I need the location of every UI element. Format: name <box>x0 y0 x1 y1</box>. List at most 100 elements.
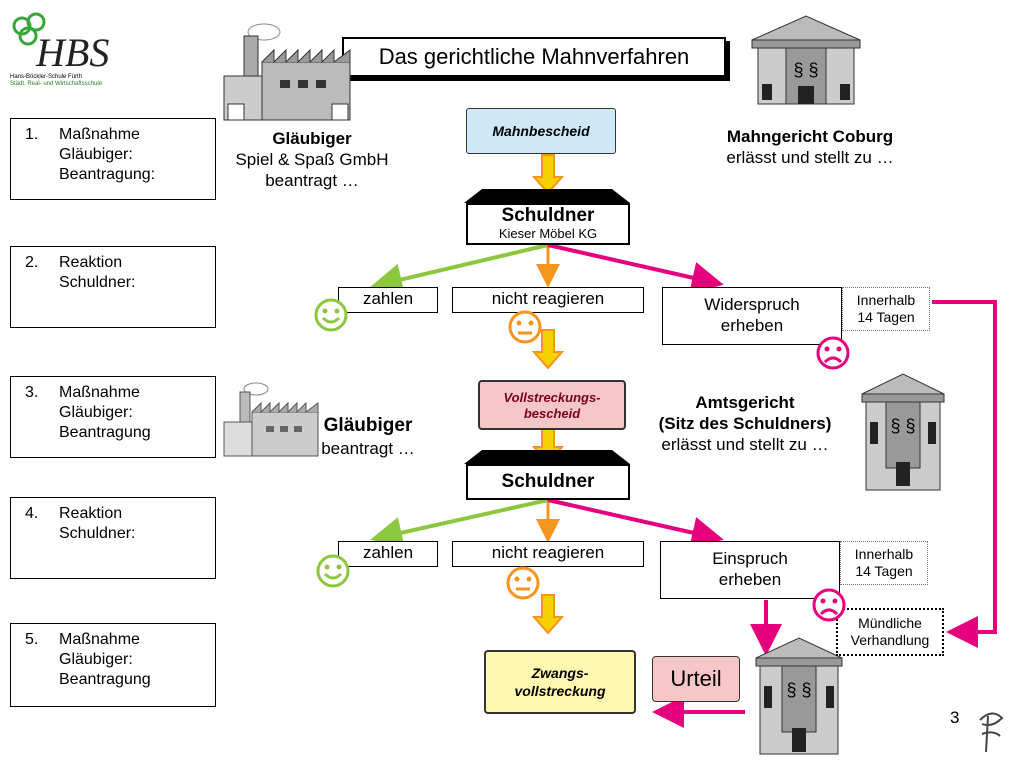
court-2-name1: Amtsgericht <box>695 393 795 412</box>
arrow-widerspruch-hearing <box>932 300 997 648</box>
hearing-line1: Mündliche <box>858 615 922 631</box>
logo-line1: Hans-Böckler-Schule Fürth <box>10 74 83 80</box>
courthouse-icon-2: § § <box>861 373 945 491</box>
page-title: Das gerichtliche Mahnverfahren <box>378 44 690 69</box>
step-number: 3. <box>25 384 39 401</box>
option-pay-1-label: zahlen <box>362 289 414 308</box>
option-ignore-1-label: nicht reagieren <box>491 289 605 308</box>
option-pay-1: zahlen <box>338 287 438 313</box>
debtor-1-firm: Kieser Möbel KG <box>498 226 598 241</box>
court-2-name2: (Sitz des Schuldners) <box>658 414 832 433</box>
option-ignore-2: nicht reagieren <box>452 541 644 567</box>
creditor-2-action: beantragt … <box>321 439 415 458</box>
arrow-pay-2 <box>370 498 549 549</box>
option-object-2: Einspruch erheben <box>660 541 840 599</box>
debtor-2-name: Schuldner <box>501 471 595 492</box>
option-ignore-2-label: nicht reagieren <box>491 543 605 562</box>
debtor-1-roof <box>464 189 630 203</box>
deadline-2: Innerhalb 14 Tagen <box>840 541 928 585</box>
arrow-pay-1 <box>370 243 549 296</box>
court-3-section: § § <box>786 680 811 700</box>
deadline-2-line2: 14 Tagen <box>855 563 913 579</box>
neutral-face-icon-2 <box>506 566 540 600</box>
option-object-1-line1: Widerspruch <box>704 295 800 314</box>
court-1-name: Mahngericht Coburg <box>726 127 894 146</box>
vollstreckungsbescheid-document: Vollstreckungs- bescheid <box>478 380 626 430</box>
mahnbescheid-document: Mahnbescheid <box>466 108 616 154</box>
vollstreckung-label-1: Vollstreckungs- <box>503 390 601 405</box>
step-line: Beantragung: <box>59 166 156 183</box>
zwangsvollstreckung-document: Zwangs- vollstreckung <box>484 650 636 714</box>
step-line: Beantragung <box>59 424 151 441</box>
option-object-1: Widerspruch erheben <box>662 287 842 345</box>
down-arrow-1 <box>531 154 565 195</box>
sad-face-icon <box>816 336 850 370</box>
step-number: 4. <box>25 505 39 522</box>
factory-icon <box>223 23 351 121</box>
creditor-1-firm: Spiel & Spaß GmbH <box>235 150 389 169</box>
court-2-action: erlässt und stellt zu … <box>661 435 829 454</box>
creditor-1-name: Gläubiger <box>272 129 352 148</box>
court-1-action: erlässt und stellt zu … <box>726 148 894 167</box>
creditor-1-action: beantragt … <box>265 171 359 190</box>
zwang-label-2: vollstreckung <box>514 683 606 699</box>
zwang-label-1: Zwangs- <box>531 665 589 681</box>
logo-text: HBS <box>35 30 109 75</box>
hearing-box: Mündliche Verhandlung <box>836 608 944 656</box>
hearing-line2: Verhandlung <box>850 632 930 648</box>
step-line: Maßnahme <box>59 126 140 143</box>
happy-face-icon <box>314 298 348 332</box>
option-pay-2: zahlen <box>338 541 438 567</box>
debtor-1-box: Schuldner Kieser Möbel KG <box>466 203 630 245</box>
step-number: 1. <box>25 126 39 143</box>
happy-face-icon-2 <box>316 554 350 588</box>
step-line: Gläubiger: <box>59 404 133 421</box>
option-ignore-1: nicht reagieren <box>452 287 644 313</box>
verdict-document: Urteil <box>652 656 740 702</box>
sad-face-icon-2 <box>812 588 846 622</box>
creditor-2-name: Gläubiger <box>323 415 413 436</box>
school-logo: HBS Hans-Böckler-Schule Fürth Städt. Rea… <box>8 12 109 94</box>
step-line: Schuldner: <box>59 525 136 542</box>
step-line: Reaktion <box>59 254 123 271</box>
courthouse-icon-3: § § <box>755 637 843 755</box>
neutral-face-icon <box>508 310 542 344</box>
verdict-label: Urteil <box>670 666 722 691</box>
option-object-1-line2: erheben <box>720 316 784 335</box>
deadline-1: Innerhalb 14 Tagen <box>842 287 930 331</box>
down-arrow-4 <box>531 594 565 635</box>
factory-icon-2 <box>223 382 319 457</box>
option-object-2-line1: Einspruch <box>712 549 788 568</box>
debtor-2-box: Schuldner <box>466 464 630 500</box>
debtor-2-roof <box>464 450 630 464</box>
step-line: Schuldner: <box>59 274 136 291</box>
vollstreckung-label-2: bescheid <box>523 406 581 421</box>
deadline-1-line2: 14 Tagen <box>857 309 915 325</box>
page-number: 3 <box>950 708 960 727</box>
arrow-object-1 <box>547 243 724 294</box>
deadline-1-line1: Innerhalb <box>856 292 916 308</box>
step-line: Gläubiger: <box>59 651 133 668</box>
option-object-2-line2: erheben <box>718 570 782 589</box>
signature-mark <box>979 712 1004 753</box>
logo-line2: Städt. Real- und Wirtschaftsschule <box>10 81 103 87</box>
down-arrow-2 <box>531 329 565 370</box>
mahnbescheid-label: Mahnbescheid <box>492 123 590 139</box>
courthouse-icon: § § <box>751 15 861 105</box>
step-line: Maßnahme <box>59 384 140 401</box>
step-number: 2. <box>25 254 39 271</box>
deadline-2-line1: Innerhalb <box>854 546 914 562</box>
page-title-frame: Das gerichtliche Mahnverfahren <box>342 37 726 77</box>
step-line: Gläubiger: <box>59 146 133 163</box>
step-line: Maßnahme <box>59 631 140 648</box>
step-line: Reaktion <box>59 505 123 522</box>
step-line: Beantragung <box>59 671 151 688</box>
option-pay-2-label: zahlen <box>362 543 414 562</box>
court-2-section: § § <box>890 416 915 436</box>
arrow-object-2 <box>547 498 724 549</box>
